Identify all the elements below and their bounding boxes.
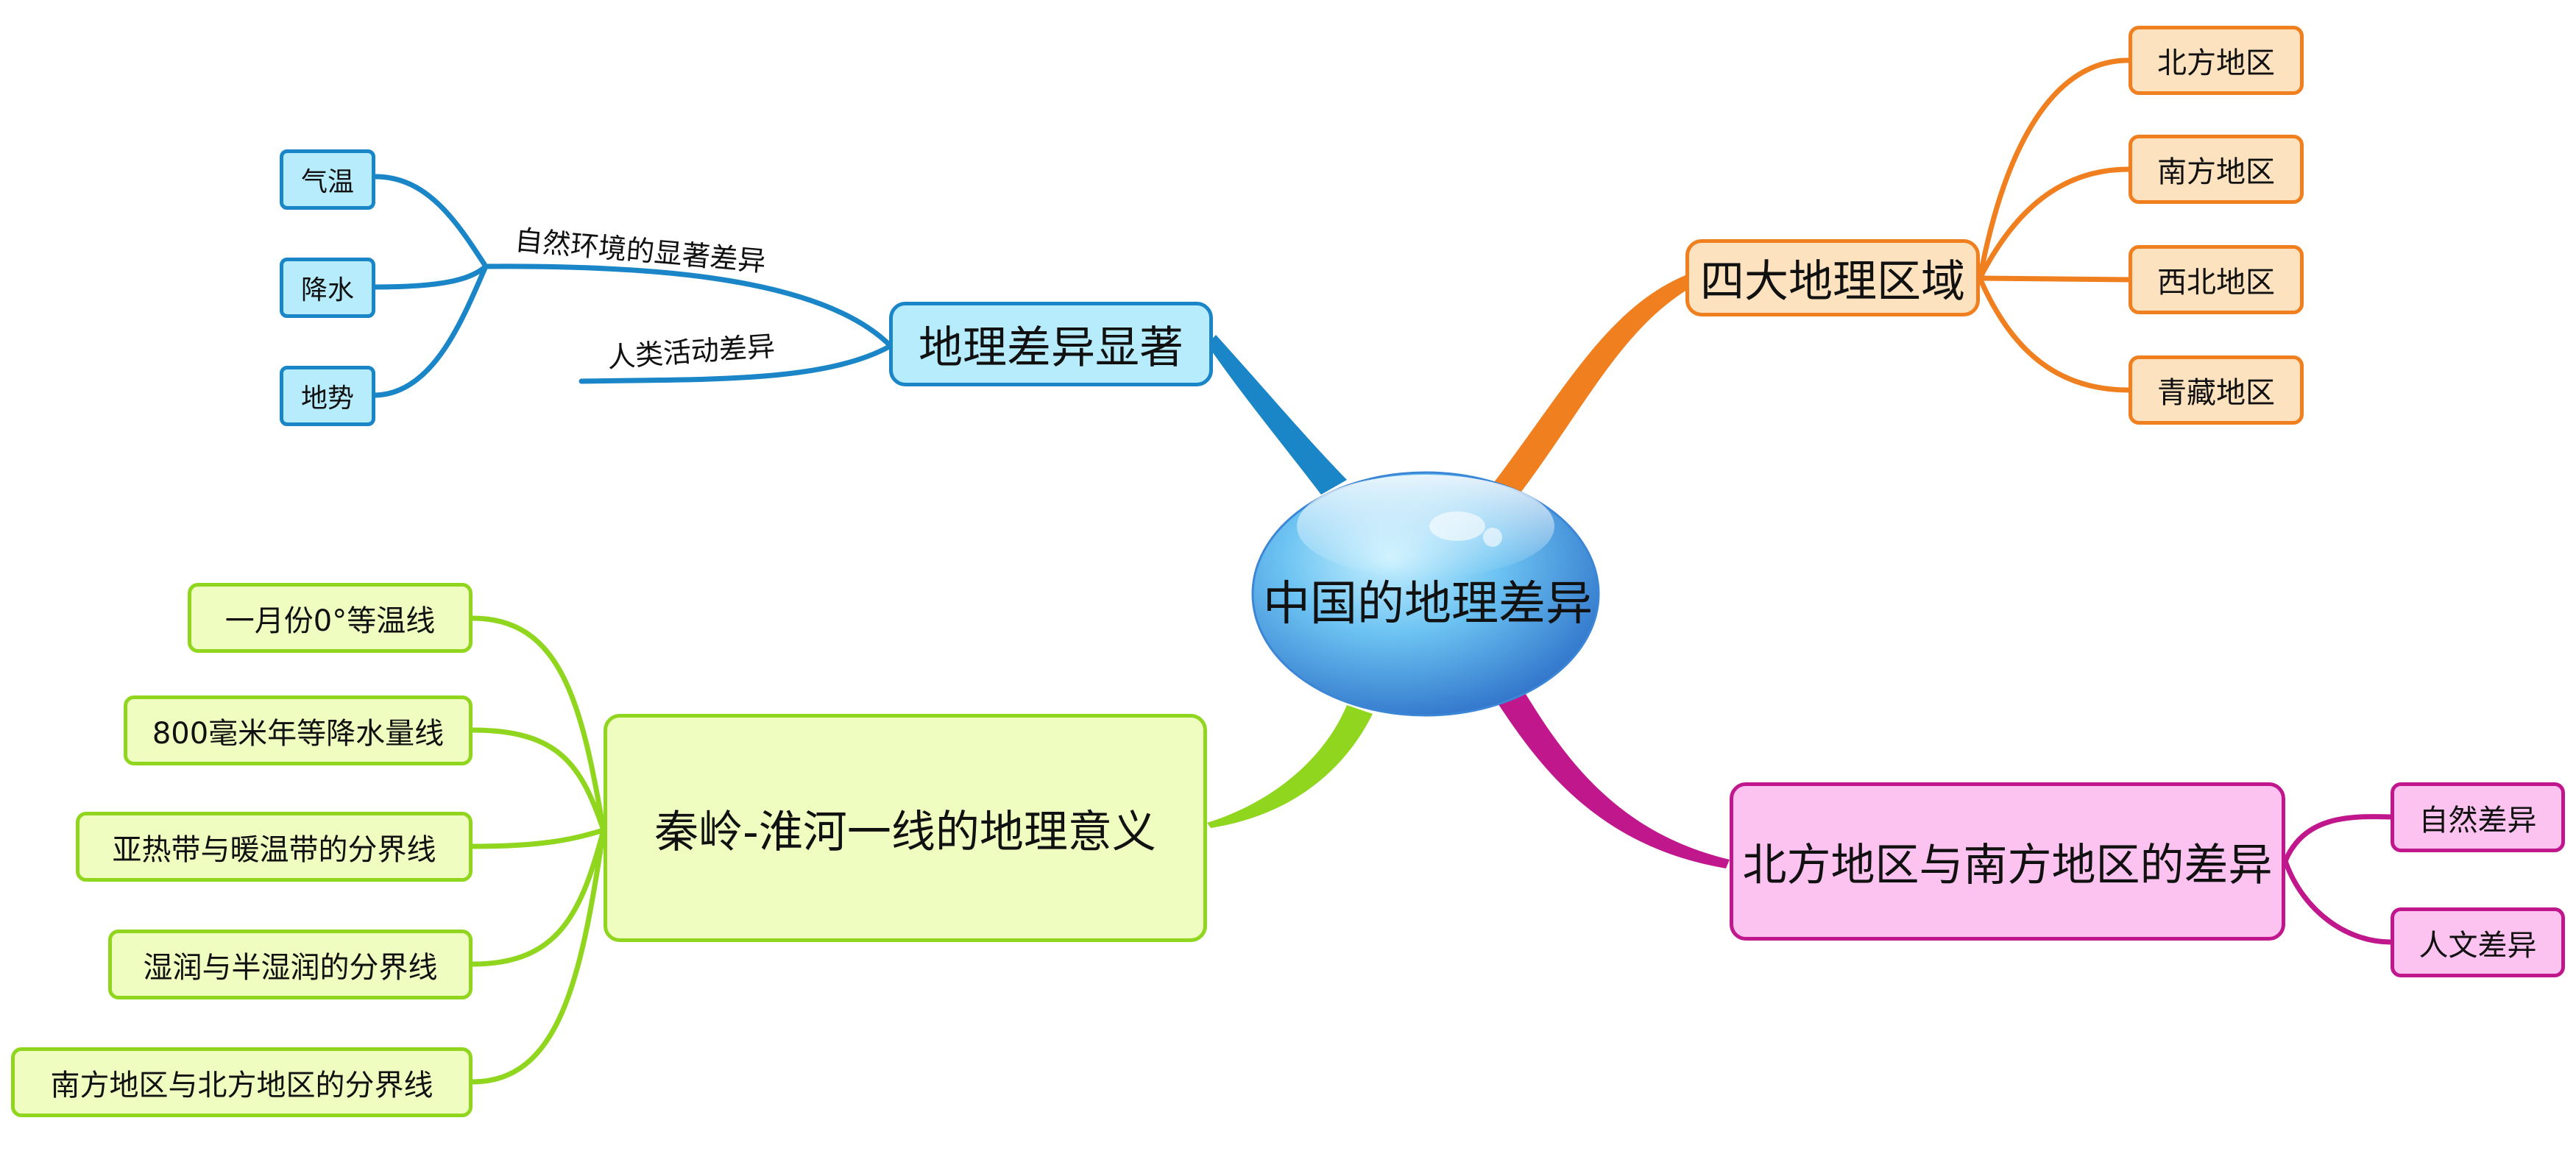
leaf-north-region[interactable]: 北方地区 <box>2129 26 2304 95</box>
leaf-isohyet-label: 800毫米年等降水量线 <box>152 716 445 751</box>
topic-regions[interactable]: 四大地理区域 <box>1685 239 1980 316</box>
connector-leaf-south <box>1977 166 2131 281</box>
leaf-temperature-label: 气温 <box>300 167 354 197</box>
branch-connector-north-south <box>1494 684 1730 868</box>
connector-leaf-precip <box>372 263 489 290</box>
topic-geo-diff[interactable]: 地理差异显著 <box>889 302 1213 386</box>
leaf-subtropical-boundary-label: 亚热带与暖温带的分界线 <box>112 832 436 867</box>
topic-qinling[interactable]: 秦岭-淮河一线的地理意义 <box>604 714 1207 942</box>
topic-north-south-diff[interactable]: 北方地区与南方地区的差异 <box>1730 782 2285 941</box>
connector-leaf-human-diff <box>2282 858 2393 945</box>
leaf-precipitation-label: 降水 <box>300 275 354 305</box>
leaf-terrain[interactable]: 地势 <box>280 366 375 426</box>
branch-connector-regions <box>1487 275 1689 500</box>
branch-connector-qinling <box>1207 705 1373 828</box>
leaf-human-diff[interactable]: 人文差异 <box>2391 907 2565 977</box>
leaf-humid-boundary[interactable]: 湿润与半湿润的分界线 <box>108 930 473 999</box>
topic-qinling-label: 秦岭-淮河一线的地理意义 <box>654 806 1156 858</box>
leaf-north-south-boundary[interactable]: 南方地区与北方地区的分界线 <box>11 1047 473 1117</box>
leaf-precipitation[interactable]: 降水 <box>280 258 375 318</box>
leaf-isotherm[interactable]: 一月份0°等温线 <box>188 583 473 653</box>
connector-leaf-terrain <box>372 263 489 398</box>
leaf-south-region-label: 南方地区 <box>2157 155 2275 189</box>
connector-leaf-tibet <box>1977 275 2131 393</box>
leaf-temperature[interactable]: 气温 <box>280 149 375 210</box>
connector-leaf-subtropical <box>470 827 606 849</box>
leaf-tibet-region[interactable]: 青藏地区 <box>2129 355 2304 425</box>
leaf-northwest-region[interactable]: 西北地区 <box>2129 245 2304 314</box>
central-topic-highlight <box>1429 511 1485 541</box>
connector-leaf-boundary <box>470 827 606 1085</box>
connector-leaf-natural-diff <box>2282 814 2393 864</box>
leaf-northwest-region-label: 西北地区 <box>2157 266 2275 300</box>
leaf-human-diff-label: 人文差异 <box>2418 928 2537 963</box>
topic-regions-label: 四大地理区域 <box>1700 256 1965 308</box>
connector-leaf-isotherm <box>470 615 606 833</box>
connector-leaf-northwest <box>1977 275 2131 283</box>
topic-geo-diff-label: 地理差异显著 <box>919 322 1183 374</box>
topic-north-south-diff-label: 北方地区与南方地区的差异 <box>1742 840 2273 891</box>
connector-human-activity <box>578 343 894 384</box>
leaf-isohyet[interactable]: 800毫米年等降水量线 <box>124 695 473 765</box>
leaf-humid-boundary-label: 湿润与半湿润的分界线 <box>143 950 438 985</box>
connector-leaf-temp <box>372 174 489 269</box>
leaf-north-region-label: 北方地区 <box>2157 46 2275 80</box>
connector-leaf-humid <box>470 827 606 967</box>
leaf-north-south-boundary-label: 南方地区与北方地区的分界线 <box>50 1068 434 1102</box>
connector-natural-env <box>483 263 894 349</box>
central-topic-gloss <box>1297 475 1554 578</box>
leaf-natural-diff[interactable]: 自然差异 <box>2391 782 2565 852</box>
connector-leaf-isohyet <box>470 727 606 833</box>
leaf-south-region[interactable]: 南方地区 <box>2129 135 2304 204</box>
leaf-isotherm-label: 一月份0°等温线 <box>224 603 436 638</box>
central-topic-label: 中国的地理差异 <box>1263 577 1593 631</box>
central-topic-highlight-dot <box>1483 528 1502 547</box>
leaf-subtropical-boundary[interactable]: 亚热带与暖温带的分界线 <box>76 812 473 882</box>
branch-connector-geo-diff <box>1207 335 1347 495</box>
leaf-natural-diff-label: 自然差异 <box>2418 803 2537 838</box>
connector-leaf-north <box>1977 57 2131 281</box>
leaf-tibet-region-label: 青藏地区 <box>2157 376 2275 410</box>
leaf-terrain-label: 地势 <box>300 383 354 414</box>
